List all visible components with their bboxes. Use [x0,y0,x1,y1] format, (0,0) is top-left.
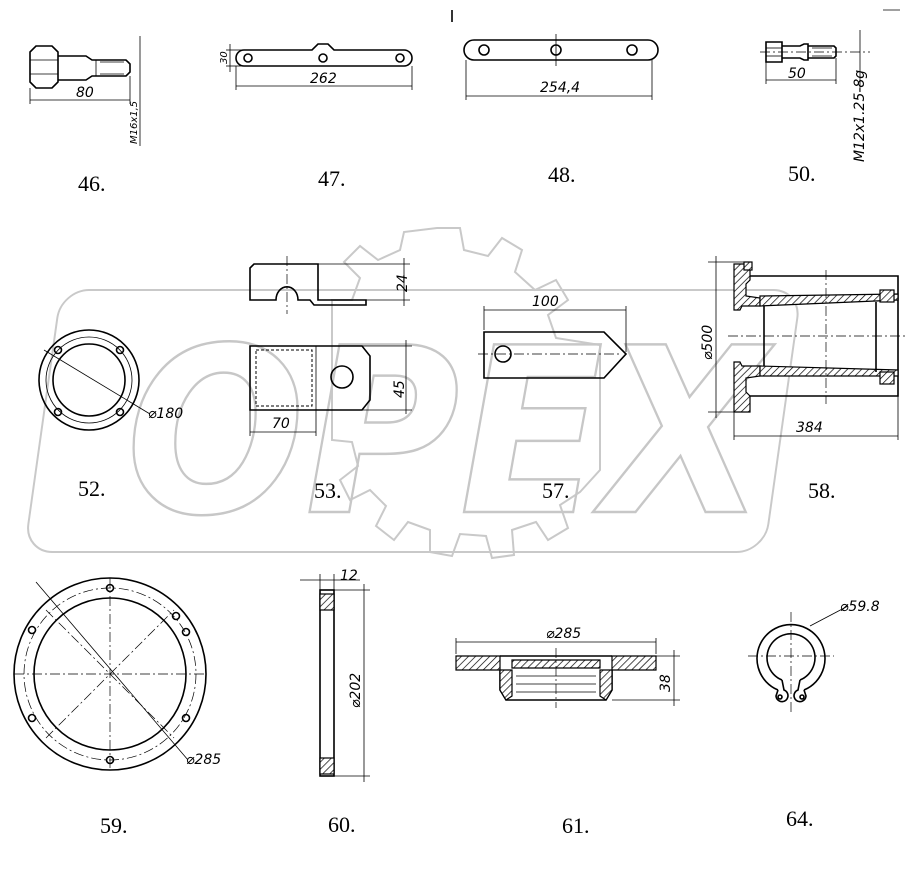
watermark-banner [27,289,799,553]
part-57-number: 57. [542,478,570,503]
watermark-logo: OPEX [27,227,799,568]
part-46-bolt: 80 M16x1,5 46. [29,36,141,196]
part-64-retaining-ring: ⌀59.8 64. [748,599,880,831]
watermark-text: OPEX [126,300,775,567]
part-61-number: 61. [562,813,590,838]
part-52-flange-ring: ⌀180 52. [38,329,183,501]
part-46-number: 46. [78,171,106,196]
part-48-link-bar: 254,4 48. [463,34,659,187]
part-50-number: 50. [788,161,816,186]
part-64-dim-diameter: ⌀59.8 [840,599,880,615]
part-61-dim-diameter: ⌀285 [546,626,581,642]
part-60-dim-diameter: ⌀202 [348,673,364,708]
part-61-hub-flange: ⌀285 38 61. [455,626,680,838]
part-50-stud: 50 M12x1.25-8g 50. [760,30,870,186]
part-52-number: 52. [78,476,106,501]
part-50-dim-length: 50 [788,66,806,82]
part-64-number: 64. [786,806,814,831]
part-53-dim-width: 45 [392,380,408,398]
part-57-knife-blade: 100 57. [478,294,628,503]
part-53-bracket: 24 45 70 53. [249,256,412,503]
part-50-dim-thread: M12x1.25-8g [852,70,868,162]
part-59-number: 59. [100,813,128,838]
part-46-dim-thread: M16x1,5 [129,101,140,144]
part-52-dim-diameter: ⌀180 [148,406,183,422]
part-57-dim-length: 100 [532,294,559,310]
part-60-number: 60. [328,812,356,837]
part-59-dim-diameter: ⌀285 [186,752,221,768]
part-48-number: 48. [548,162,576,187]
part-58-dim-length: 384 [796,420,823,436]
part-58-dim-diameter: ⌀500 [700,325,716,360]
part-53-dim-height: 24 [395,274,411,292]
part-60-gasket-ring: 12 ⌀202 60. [300,568,370,837]
part-47-dim-length: 262 [310,71,337,87]
part-46-dim-length: 80 [76,85,94,101]
part-61-dim-height: 38 [658,674,674,692]
part-47-dim-height: 30 [219,51,230,64]
part-47-link-plate: 30 262 47. [219,43,413,191]
part-48-dim-length: 254,4 [540,80,580,96]
part-53-dim-length: 70 [272,416,290,432]
part-47-number: 47. [318,166,346,191]
part-58-number: 58. [808,478,836,503]
part-53-number: 53. [314,478,342,503]
part-60-dim-thickness: 12 [340,568,358,584]
part-58-drum: ⌀500 384 58. [700,256,906,503]
part-59-flange-disc: ⌀285 59. [13,577,221,838]
